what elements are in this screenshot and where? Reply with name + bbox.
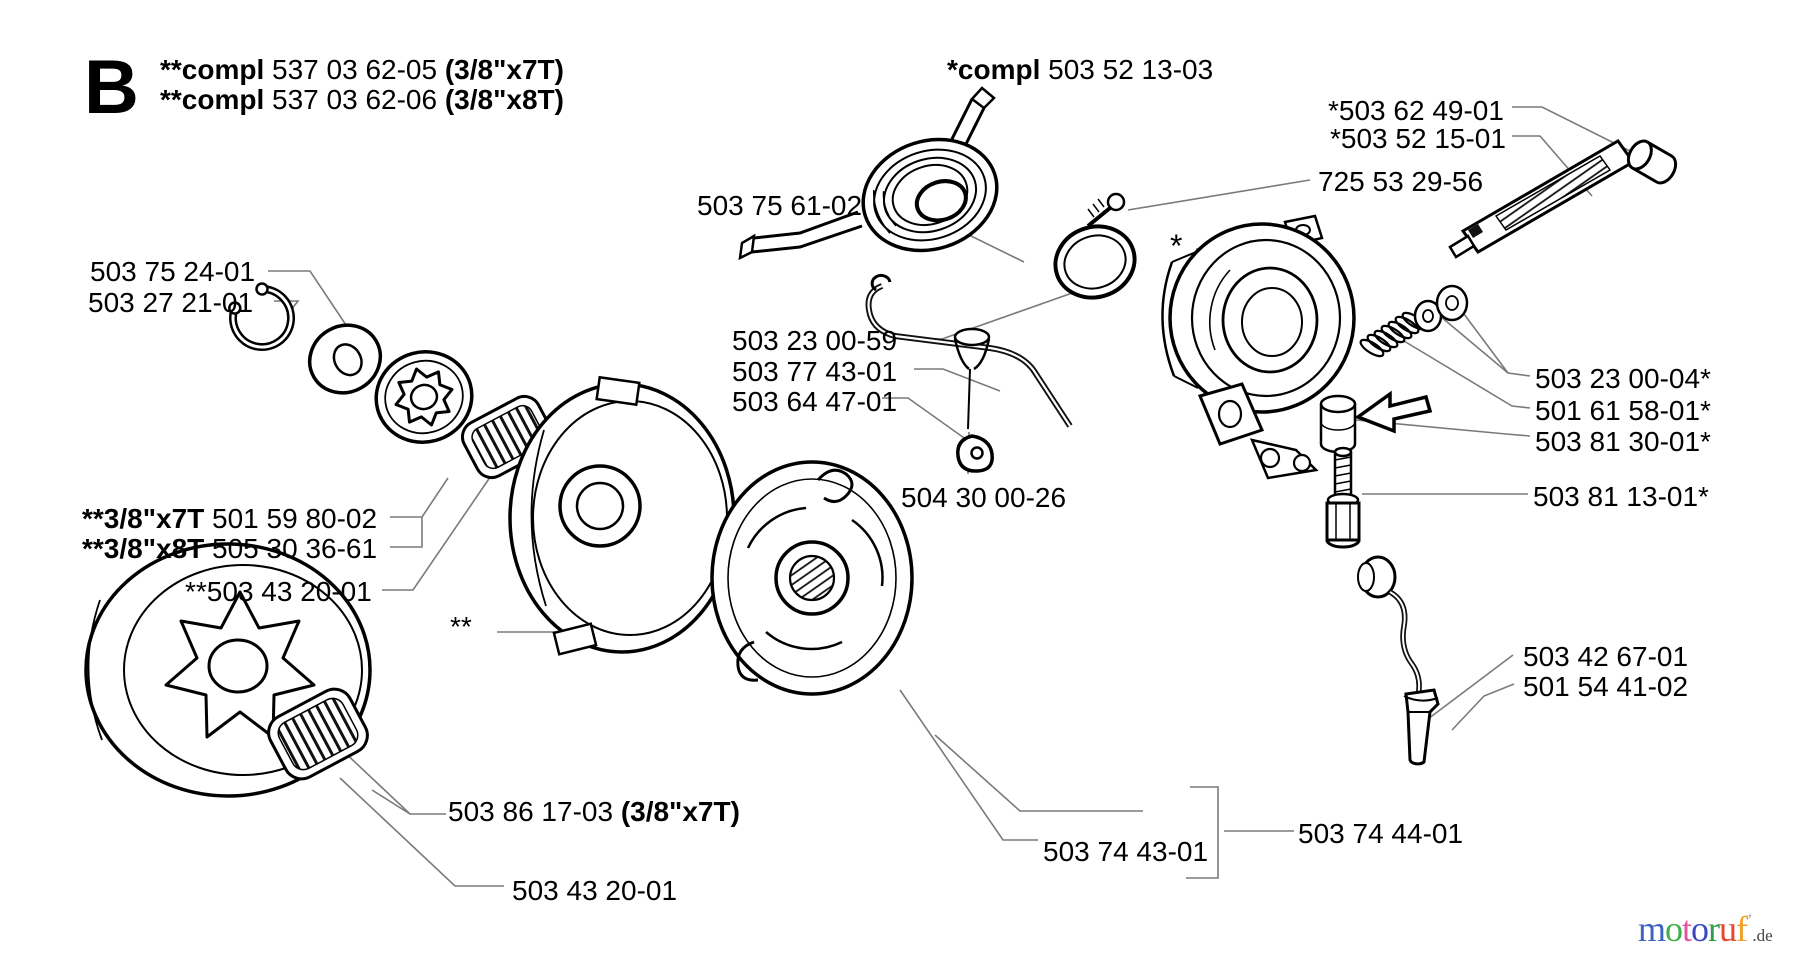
- part-503521303: *compl 503 52 13-03: [947, 54, 1214, 85]
- strainer-drawing: [953, 327, 991, 430]
- washer-drawing: [307, 323, 383, 395]
- part-503861703: 503 86 17-03 (3/8"x7T): [448, 796, 740, 827]
- clutch-shoes-drawing: [710, 460, 914, 696]
- part-503744401: 503 74 44-01: [1298, 818, 1464, 849]
- motoruf-logo[interactable]: motoruf’.de: [1638, 908, 1773, 950]
- part-501615801: 501 61 58-01*: [1535, 395, 1711, 426]
- part-503230059: 503 23 00-59: [732, 325, 898, 356]
- part-503744301: 503 74 43-01: [1043, 836, 1209, 867]
- logo-letter: f: [1736, 909, 1748, 949]
- part-503432001-lower: 503 43 20-01: [512, 875, 678, 906]
- grommet-drawing: [956, 434, 994, 473]
- logo-tick: ’: [1747, 912, 1753, 929]
- logo-letter: o: [1691, 909, 1709, 949]
- part-725532956: 725 53 29-56: [1318, 166, 1484, 197]
- part-537036205: **compl 537 03 62-05 (3/8"x7T): [160, 54, 564, 85]
- part-503774301: 503 77 43-01: [732, 356, 898, 387]
- part-505303661: **3/8"x8T 505 30 36-61: [82, 533, 378, 564]
- part-503811301: 503 81 13-01*: [1533, 481, 1709, 512]
- pump-housing-drawing: [1161, 214, 1357, 480]
- logo-letter: r: [1708, 909, 1720, 949]
- part-501598002: **3/8"x7T 501 59 80-02: [82, 503, 378, 534]
- part-501544102: 501 54 41-02: [1523, 671, 1689, 702]
- logo-letter: u: [1719, 909, 1737, 949]
- needle-bearing-lower-drawing: [267, 687, 369, 781]
- oil-pickup-tube-drawing: [865, 273, 1073, 428]
- tensioner-plate-drawing: [738, 86, 999, 261]
- washers-drawing: [1413, 284, 1469, 333]
- direction-arrow-drawing: [1354, 390, 1433, 434]
- part-503432001-upper: **503 43 20-01: [185, 576, 372, 607]
- part-503272101: 503 27 21-01: [88, 287, 254, 318]
- oil-line-drawing: [1357, 555, 1440, 766]
- section-letter: B: [84, 45, 139, 130]
- part-503644701: 503 64 47-01: [732, 386, 898, 417]
- screw-drawing: [1086, 192, 1126, 228]
- part-504300026: 504 30 00-26: [901, 482, 1067, 513]
- part-503813001: 503 81 30-01*: [1535, 426, 1711, 457]
- circlip-drawing: [228, 282, 296, 351]
- sprocket-hub-drawing: [374, 350, 474, 444]
- clutch-drum-drawing: [508, 375, 736, 656]
- adjuster-screw-drawing: [1325, 446, 1361, 549]
- part-503230004: 503 23 00-04*: [1535, 363, 1711, 394]
- part-503752401: 503 75 24-01: [90, 256, 256, 287]
- ref-double-asterisk: **: [450, 611, 472, 642]
- motoruf-wordmark: motoruf: [1638, 909, 1748, 949]
- leader-lines: [268, 106, 1645, 887]
- ref-single-asterisk: *: [1170, 228, 1183, 264]
- logo-letter: t: [1682, 909, 1692, 949]
- o-ring-drawing: [1053, 224, 1137, 300]
- logo-letter: m: [1638, 909, 1666, 949]
- logo-tld: .de: [1752, 926, 1773, 945]
- cap-drawing: [1626, 139, 1678, 185]
- part-503624901: *503 62 49-01: [1328, 95, 1504, 126]
- part-537036206: **compl 537 03 62-06 (3/8"x8T): [160, 84, 564, 115]
- logo-letter: o: [1665, 909, 1683, 949]
- part-503426701: 503 42 67-01: [1523, 641, 1689, 672]
- part-503756102: 503 75 61-02: [697, 190, 863, 221]
- part-503521501: *503 52 15-01: [1330, 123, 1506, 154]
